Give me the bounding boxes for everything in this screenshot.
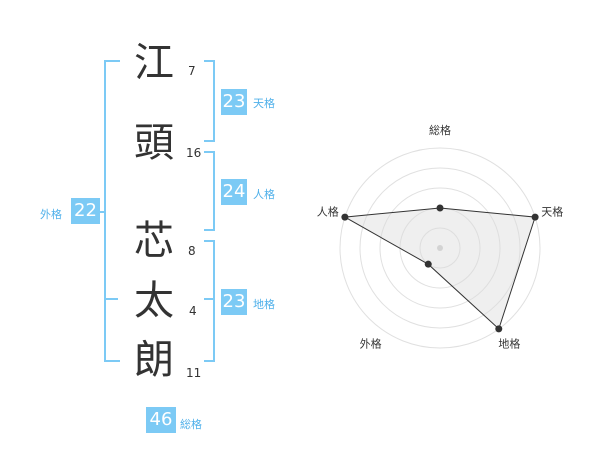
soukaku-value-badge: 46	[146, 407, 176, 433]
chikaku-label: 地格	[253, 298, 275, 311]
jinkaku-value-badge: 24	[221, 179, 247, 205]
radar-axis-label-5: 人格	[317, 205, 339, 219]
radar-axis-label-2: 天格	[541, 205, 563, 219]
name-char-1: 江	[134, 40, 174, 86]
name-char-2: 頭	[134, 120, 174, 166]
stroke-count-5: 11	[186, 366, 202, 380]
radar-point-1	[436, 204, 444, 212]
radar-area	[343, 207, 536, 330]
gaikaku-bracket	[104, 60, 120, 362]
radar-point-3	[495, 325, 503, 333]
jinkaku-label: 人格	[253, 188, 275, 201]
stroke-count-3: 8	[188, 244, 196, 258]
chikaku-bracket	[204, 240, 215, 362]
radar-grid-ring	[419, 227, 461, 269]
radar-point-5	[341, 213, 349, 221]
radar-axis-label-3: 地格	[498, 336, 520, 350]
radar-axis-label-4: 外格	[360, 336, 382, 350]
name-char-3: 芯	[134, 218, 174, 264]
tenkaku-label: 天格	[253, 97, 275, 110]
radar-grid-ring	[379, 187, 501, 309]
name-char-4: 太	[134, 278, 174, 324]
chikaku-bracket-tick	[204, 298, 213, 300]
tenkaku-bracket	[204, 60, 215, 142]
stroke-count-2: 16	[186, 146, 202, 160]
jinkaku-bracket	[204, 151, 215, 231]
gaikaku-label: 外格	[40, 208, 62, 221]
radar-grid-ring	[339, 147, 541, 349]
radar-axis-label-1: 総格	[429, 123, 451, 137]
radar-center-dot	[437, 245, 443, 251]
gaikaku-bracket-connector	[96, 211, 104, 213]
name-char-5: 朗	[134, 337, 174, 383]
stroke-count-4: 4	[189, 304, 197, 318]
soukaku-label: 総格	[180, 418, 202, 431]
stroke-count-1: 7	[188, 64, 196, 78]
tenkaku-value-badge: 23	[221, 89, 247, 115]
radar-point-2	[531, 213, 539, 221]
gaikaku-value-badge: 22	[71, 198, 100, 224]
radar-point-4	[424, 260, 432, 268]
radar-grid-ring	[359, 167, 521, 329]
chikaku-value-badge: 23	[221, 289, 247, 315]
gaikaku-bracket-tick	[106, 298, 118, 300]
